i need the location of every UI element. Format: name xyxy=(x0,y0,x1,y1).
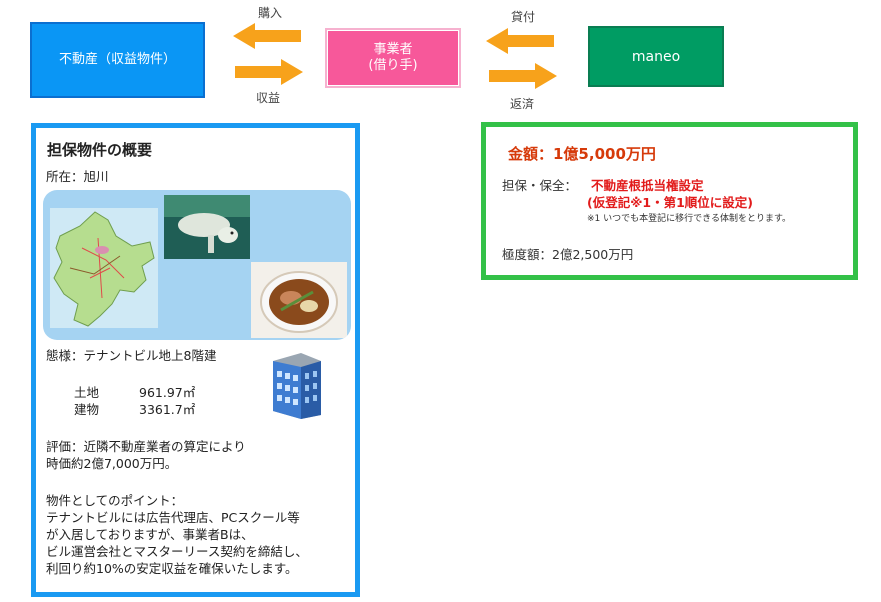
property-label: 不動産（収益物件） xyxy=(58,52,176,67)
security-label: 担保・保全： xyxy=(502,178,578,193)
max-amount-text: 極度額：2億2,500万円 xyxy=(502,247,634,262)
purchase-label: 購入 xyxy=(258,6,283,20)
operator-box: 事業者 (借り手) xyxy=(325,28,461,88)
structure-text: 態様：テナントビル地上8階建 xyxy=(46,348,217,363)
land-label: 土地 xyxy=(74,385,100,400)
ramen-bowl-photo xyxy=(251,262,347,338)
hokkaido-map-image xyxy=(50,208,158,328)
purchase-arrow-icon xyxy=(233,23,301,49)
location-text: 所在：旭川 xyxy=(46,169,109,184)
building-value: 3361.7㎡ xyxy=(139,402,196,417)
points-text-line3: ビル運営会社とマスターリース契約を締結し、 xyxy=(46,544,308,559)
points-text-line4: 利回り約10%の安定収益を確保いたします。 xyxy=(46,561,298,576)
polar-bear-photo xyxy=(164,195,250,259)
security-value-line1: 不動産根抵当権設定 xyxy=(591,178,704,193)
maneo-box: maneo xyxy=(588,26,724,87)
photo-collage xyxy=(43,190,351,340)
office-building-icon xyxy=(273,353,321,419)
points-text-line2: が入居しておりますが、事業者Bは、 xyxy=(46,527,254,542)
property-box: 不動産（収益物件） xyxy=(30,22,205,98)
collateral-info-panel: 担保物件の概要 所在：旭川 態様：テナントビル地 xyxy=(31,123,360,597)
loan-label: 貸付 xyxy=(511,10,536,24)
security-footnote: ※1 いつでも本登記に移行できる体制をとります。 xyxy=(587,214,792,224)
security-value-line2: (仮登記※1・第1順位に設定) xyxy=(587,195,753,210)
loan-amount: 金額：1億5,000万円 xyxy=(508,145,656,163)
loan-arrow-icon xyxy=(486,28,554,54)
valuation-text-line2: 時価約2億7,000万円。 xyxy=(46,456,178,471)
points-text-line1: テナントビルには広告代理店、PCスクール等 xyxy=(46,510,300,525)
maneo-label: maneo xyxy=(631,48,681,65)
repay-arrow-icon xyxy=(489,63,557,89)
operator-sublabel: (借り手) xyxy=(368,58,418,73)
valuation-text-line1: 評価：近隣不動産業者の算定により xyxy=(46,439,246,454)
building-label: 建物 xyxy=(74,402,100,417)
panel-title: 担保物件の概要 xyxy=(47,141,153,159)
land-value: 961.97㎡ xyxy=(139,385,196,400)
operator-label: 事業者 xyxy=(373,42,413,57)
income-arrow-icon xyxy=(235,59,303,85)
loan-terms-panel: 金額：1億5,000万円 担保・保全： 不動産根抵当権設定 (仮登記※1・第1順… xyxy=(481,122,858,280)
income-label: 収益 xyxy=(256,91,281,105)
points-title: 物件としてのポイント： xyxy=(46,493,184,508)
repay-label: 返済 xyxy=(510,97,535,111)
